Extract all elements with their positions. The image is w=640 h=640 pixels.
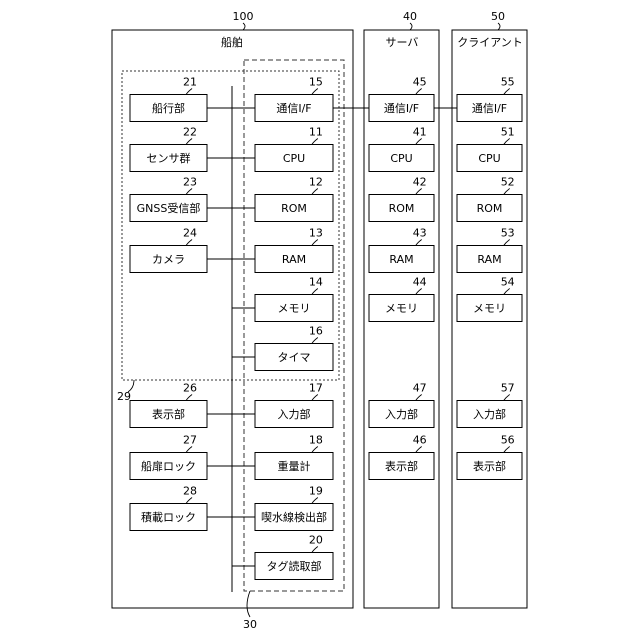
unit-label-13: RAM [282, 253, 306, 266]
unit-label-47: 入力部 [385, 407, 418, 421]
unit-label-21: 船行部 [152, 101, 185, 115]
unit-label-41: CPU [390, 152, 412, 165]
unit-label-14: メモリ [278, 302, 311, 315]
unit-ref-number-44: 44 [413, 276, 427, 289]
unit-ref-number-27: 27 [183, 434, 197, 447]
group-30-ref-number: 30 [243, 618, 257, 631]
unit-label-44: メモリ [385, 302, 418, 315]
unit-label-22: センサ群 [147, 151, 191, 165]
unit-ref-number-24: 24 [183, 227, 197, 240]
unit-label-43: RAM [389, 253, 413, 266]
unit-ref-number-43: 43 [413, 227, 427, 240]
unit-label-15: 通信I/F [276, 102, 311, 115]
unit-ref-number-45: 45 [413, 76, 427, 89]
unit-ref-number-52: 52 [501, 176, 515, 189]
client-title: クライアント [457, 36, 523, 49]
unit-label-20: タグ読取部 [267, 559, 322, 573]
server-title: サーバ [386, 36, 419, 49]
unit-ref-number-54: 54 [501, 276, 515, 289]
unit-ref-number-57: 57 [501, 382, 515, 395]
unit-label-52: ROM [477, 202, 503, 215]
unit-label-11: CPU [283, 152, 305, 165]
unit-ref-number-18: 18 [309, 434, 323, 447]
unit-label-24: カメラ [152, 253, 185, 266]
unit-ref-number-56: 56 [501, 434, 515, 447]
unit-ref-number-17: 17 [309, 382, 323, 395]
unit-ref-number-28: 28 [183, 485, 197, 498]
unit-label-18: 重量計 [278, 459, 311, 473]
unit-label-51: CPU [478, 152, 500, 165]
server-ref-number: 40 [403, 10, 417, 23]
unit-ref-number-21: 21 [183, 76, 197, 89]
unit-ref-number-23: 23 [183, 176, 197, 189]
unit-ref-number-20: 20 [309, 534, 323, 547]
unit-ref-number-51: 51 [501, 126, 515, 139]
unit-label-26: 表示部 [152, 407, 185, 421]
ship-title: 船舶 [221, 35, 243, 49]
unit-ref-number-16: 16 [309, 325, 323, 338]
unit-label-17: 入力部 [278, 407, 311, 421]
unit-ref-number-14: 14 [309, 276, 323, 289]
unit-label-19: 喫水線検出部 [261, 510, 327, 524]
unit-label-16: タイマ [278, 351, 311, 364]
unit-label-46: 表示部 [385, 459, 418, 473]
unit-ref-number-22: 22 [183, 126, 197, 139]
unit-label-55: 通信I/F [472, 102, 507, 115]
client-ref-number: 50 [491, 10, 505, 23]
server-ref-leader [410, 23, 412, 30]
unit-ref-number-15: 15 [309, 76, 323, 89]
unit-ref-number-26: 26 [183, 382, 197, 395]
unit-label-42: ROM [389, 202, 415, 215]
unit-label-23: GNSS受信部 [137, 201, 201, 215]
unit-label-45: 通信I/F [384, 102, 419, 115]
unit-label-12: ROM [281, 202, 307, 215]
unit-label-28: 積載ロック [141, 510, 196, 524]
unit-label-56: 表示部 [473, 459, 506, 473]
unit-ref-number-19: 19 [309, 485, 323, 498]
unit-label-53: RAM [477, 253, 501, 266]
unit-ref-number-42: 42 [413, 176, 427, 189]
unit-ref-number-13: 13 [309, 227, 323, 240]
unit-ref-number-46: 46 [413, 434, 427, 447]
unit-ref-number-55: 55 [501, 76, 515, 89]
unit-label-54: メモリ [473, 302, 506, 315]
unit-ref-number-12: 12 [309, 176, 323, 189]
client-ref-leader [498, 23, 500, 30]
group-29-ref-number: 29 [117, 390, 131, 403]
unit-ref-number-53: 53 [501, 227, 515, 240]
unit-ref-number-11: 11 [309, 126, 323, 139]
ship-ref-leader [243, 23, 245, 30]
unit-label-57: 入力部 [473, 407, 506, 421]
unit-ref-number-47: 47 [413, 382, 427, 395]
unit-label-27: 船扉ロック [141, 459, 196, 473]
ship-ref-number: 100 [233, 10, 254, 23]
unit-ref-number-41: 41 [413, 126, 427, 139]
